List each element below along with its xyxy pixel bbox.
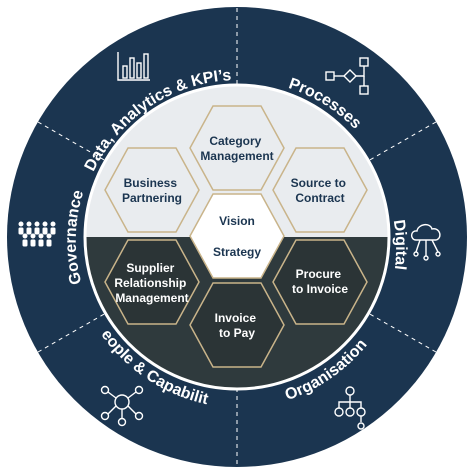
- people-group-icon: [18, 221, 56, 247]
- hex-category-management: [189, 105, 285, 191]
- hex-procure-to-invoice: [272, 239, 368, 325]
- hex-center-vision-strategy: [189, 193, 285, 279]
- segment-label-digital: Digital: [390, 219, 409, 271]
- hex-procure-to-invoice-label: Procure to Invoice: [292, 267, 348, 296]
- center-vision-label: Vision: [219, 214, 255, 228]
- hex-supplier-relationship-management: [104, 239, 200, 325]
- hex-business-partnering-label: Business Partnering: [122, 176, 182, 205]
- hex-business-partnering: [104, 147, 200, 233]
- hex-invoice-to-pay: [189, 282, 285, 368]
- cloud-network-icon: [410, 224, 441, 261]
- center-strategy-label: Strategy: [213, 245, 261, 259]
- hex-invoice-to-pay-label: Invoice to Pay: [215, 311, 260, 340]
- org-chart-icon: [334, 386, 366, 430]
- hex-source-to-contract: [272, 147, 368, 233]
- bar-chart-icon: [117, 52, 150, 81]
- hex-category-management-label: Category Management: [200, 134, 273, 163]
- people-network-icon: [100, 385, 144, 427]
- process-flow-icon: [325, 57, 369, 95]
- hex-source-to-contract-label: Source to Contract: [291, 176, 350, 205]
- hex-supplier-relationship-management-label: Supplier Relationship Management: [114, 261, 189, 305]
- ring-separators: [37, 8, 437, 466]
